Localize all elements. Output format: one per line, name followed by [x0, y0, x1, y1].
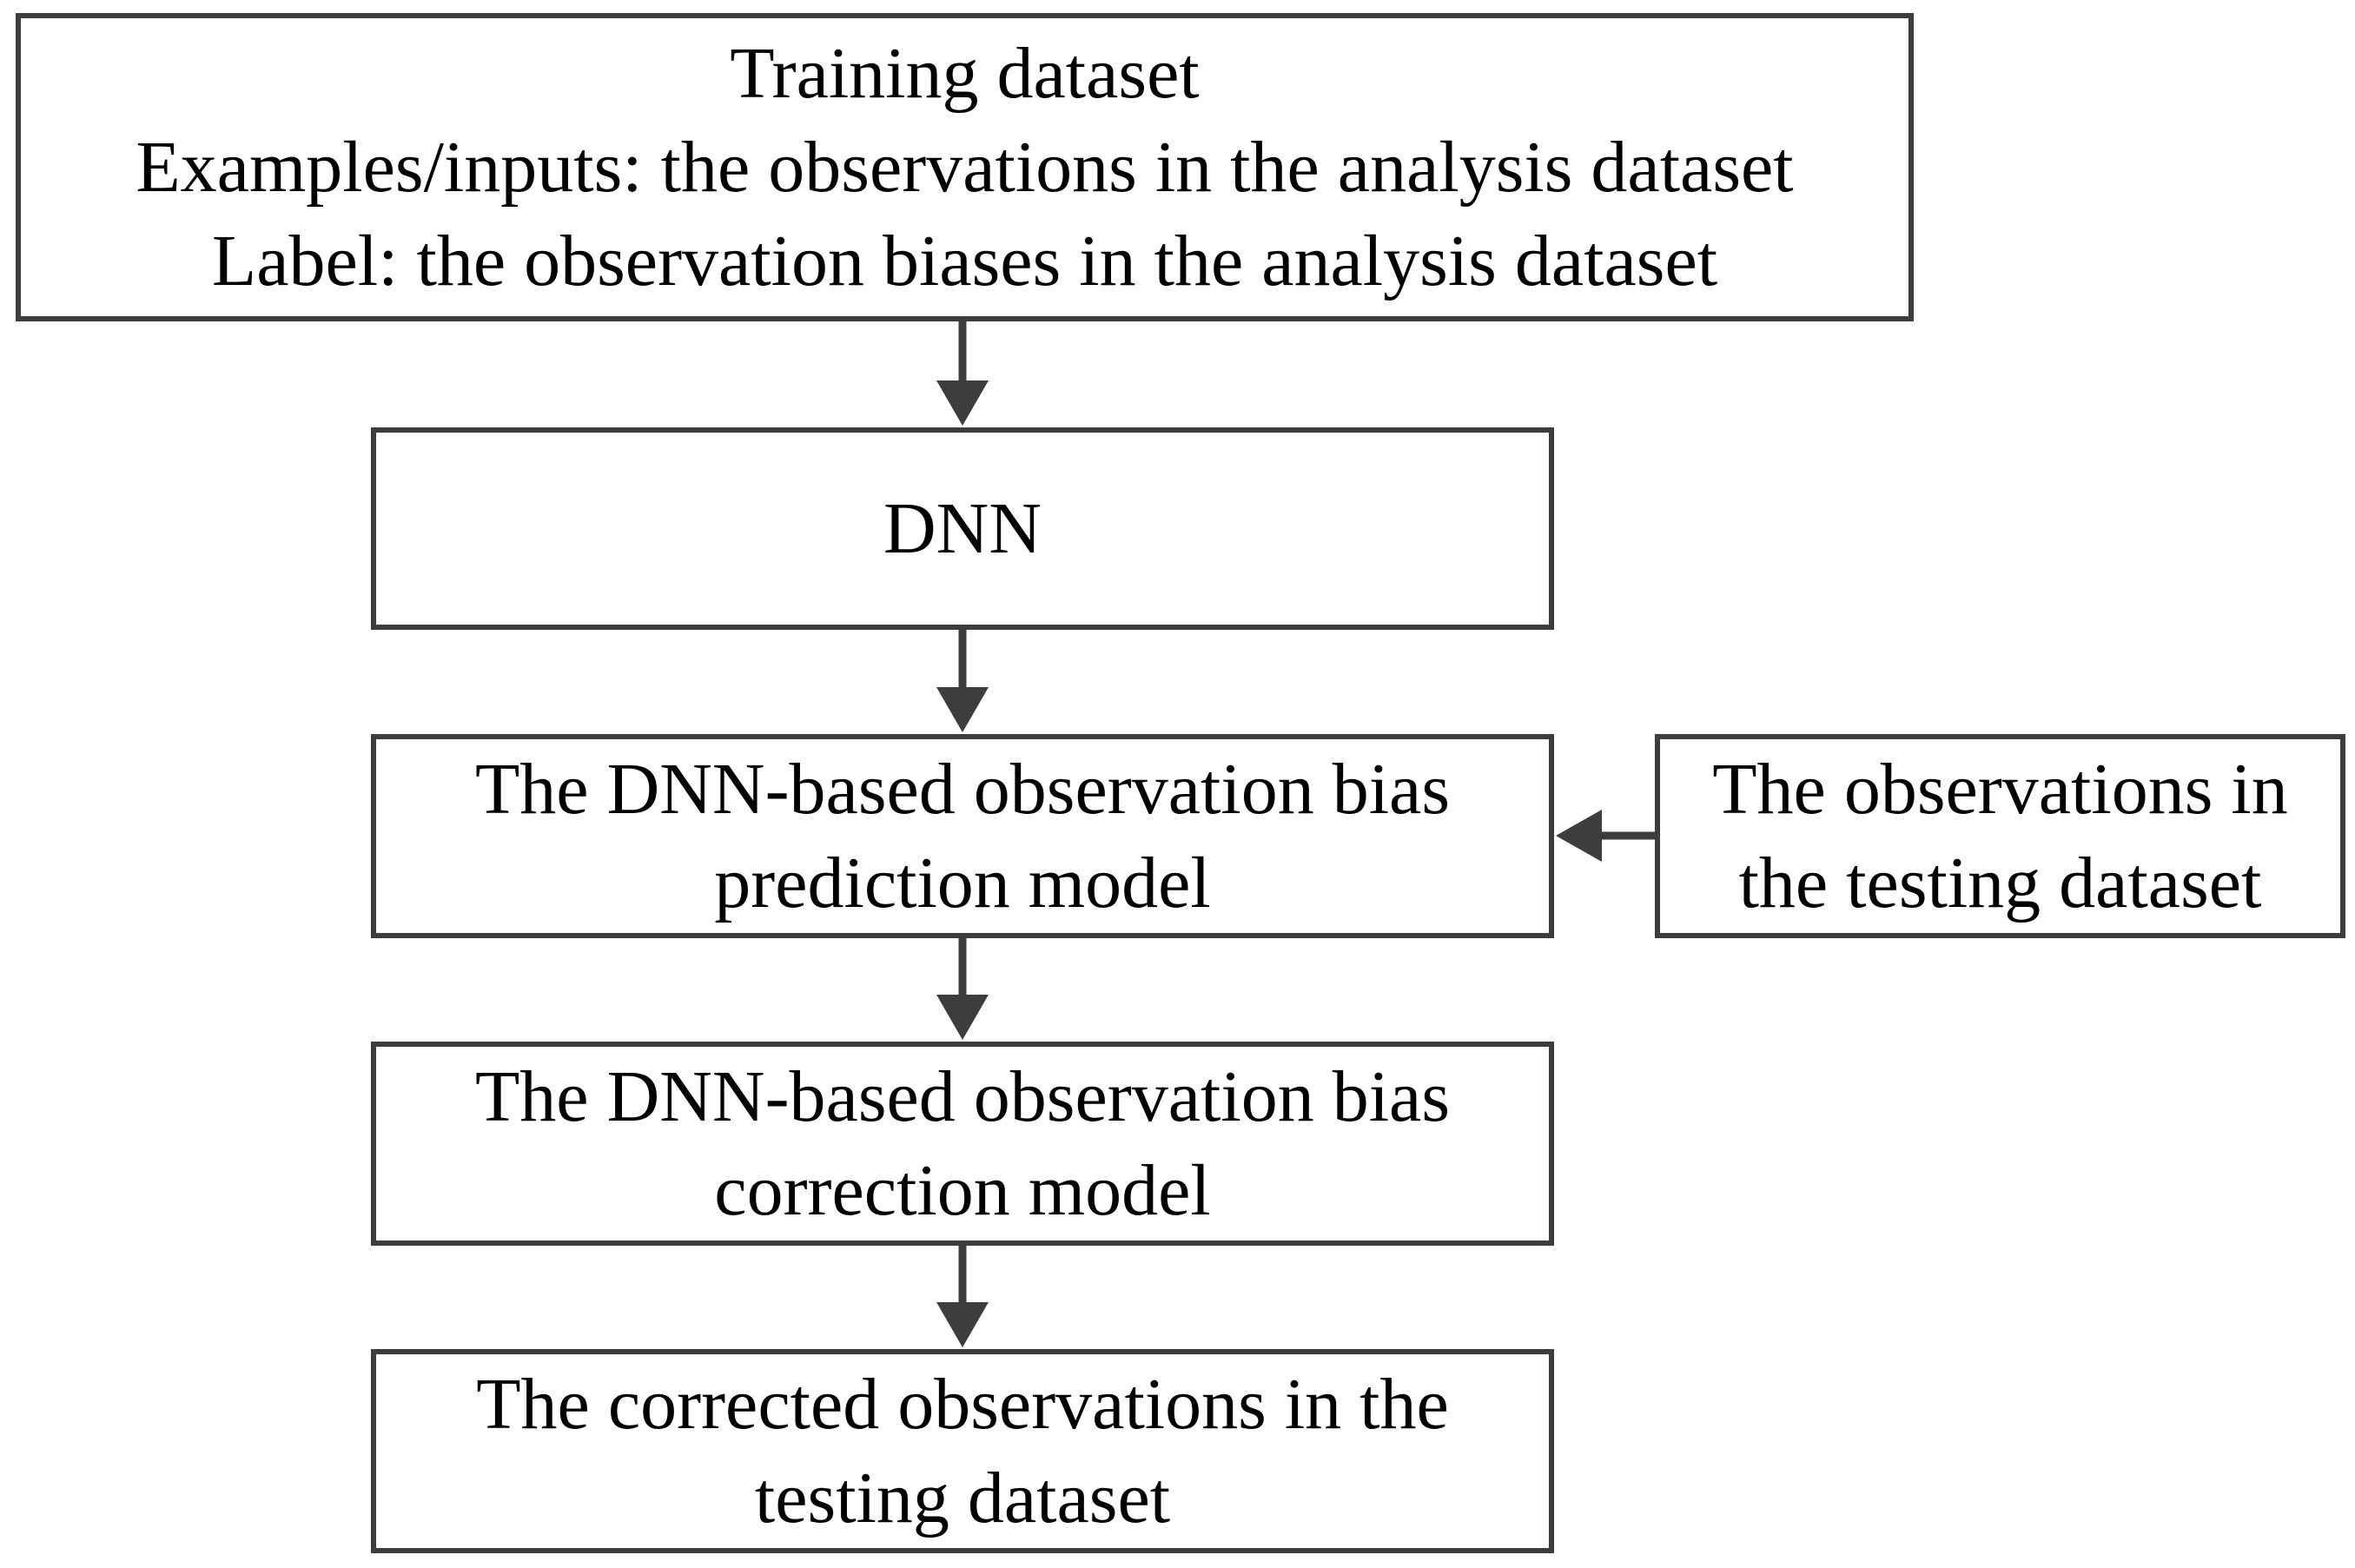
testing-observations-box: The observations in the testing dataset	[1655, 734, 2345, 938]
training-dataset-inputs-text: Examples/inputs: the observations in the…	[136, 126, 1794, 208]
correction-model-box: The DNN-based observation bias correctio…	[371, 1042, 1554, 1246]
testing-observations-text-line-2: the testing dataset	[1738, 842, 2262, 923]
training-dataset-box: Training dataset Examples/inputs: the ob…	[16, 13, 1914, 321]
correction-model-text-line-2: correction model	[714, 1149, 1211, 1231]
prediction-model-box: The DNN-based observation bias predictio…	[371, 734, 1554, 938]
training-dataset-title: Training dataset	[730, 32, 1200, 114]
dnn-text: DNN	[883, 487, 1042, 569]
testing-observations-text-line-1: The observations in	[1712, 748, 2288, 830]
arrow-correction-to-output-head	[936, 1302, 989, 1347]
corrected-output-box: The corrected observations in the testin…	[371, 1349, 1554, 1553]
corrected-output-text-line-2: testing dataset	[754, 1457, 1171, 1538]
dnn-box: DNN	[371, 427, 1554, 630]
prediction-model-text-line-1: The DNN-based observation bias	[474, 748, 1451, 830]
training-dataset-label-text: Label: the observation biases in the ana…	[211, 220, 1718, 301]
correction-model-text-line-1: The DNN-based observation bias	[474, 1055, 1451, 1137]
prediction-model-text-line-2: prediction model	[714, 842, 1211, 923]
corrected-output-text-line-1: The corrected observations in the	[476, 1363, 1449, 1445]
arrow-training-to-dnn-head	[936, 380, 989, 426]
arrow-prediction-to-correction-head	[936, 995, 989, 1040]
arrow-dnn-to-prediction-head	[936, 687, 989, 732]
arrow-testing-to-prediction-head	[1556, 810, 1602, 862]
